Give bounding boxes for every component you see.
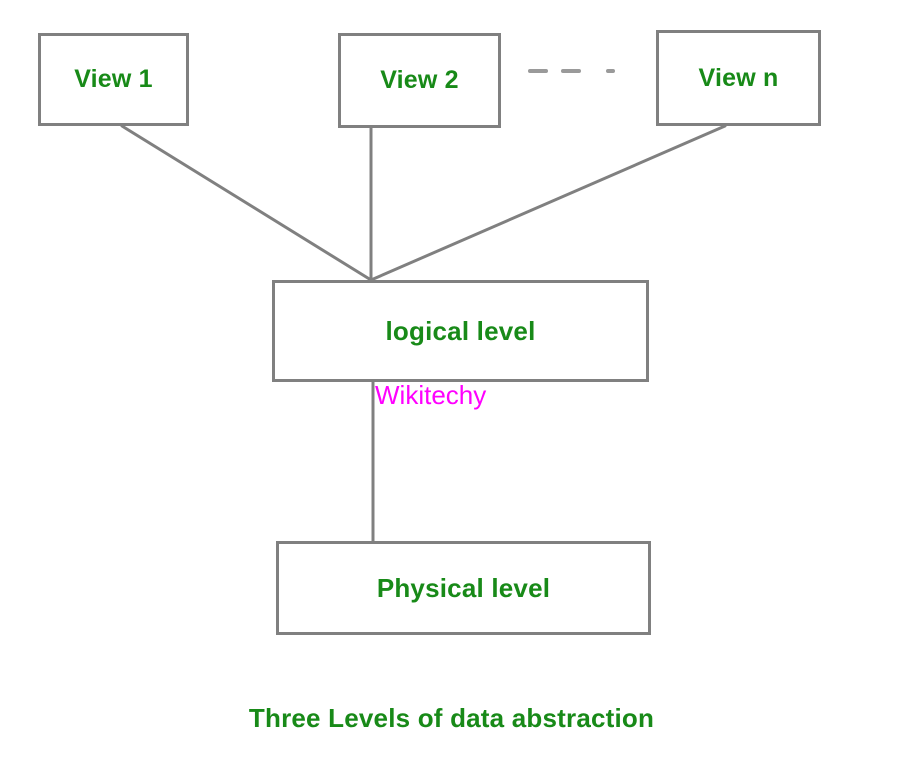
node-view-2[interactable]: View 2 [338, 33, 501, 128]
node-view-1[interactable]: View 1 [38, 33, 189, 126]
node-view-1-label: View 1 [74, 65, 153, 93]
node-logical-level-label: logical level [385, 315, 536, 346]
connector-viewn-to-logical [369, 124, 727, 282]
diagram-caption: Three Levels of data abstraction [248, 703, 655, 733]
connector-view1-to-logical [120, 124, 373, 282]
node-view-n-label: View n [698, 63, 779, 92]
node-logical-level[interactable]: logical level [272, 280, 649, 382]
node-physical-level-label: Physical level [376, 572, 551, 603]
watermark-label: Wikitechy [375, 380, 487, 410]
node-physical-level[interactable]: Physical level [276, 541, 651, 635]
node-view-2-label: View 2 [380, 66, 459, 94]
node-view-n[interactable]: View n [656, 30, 821, 126]
